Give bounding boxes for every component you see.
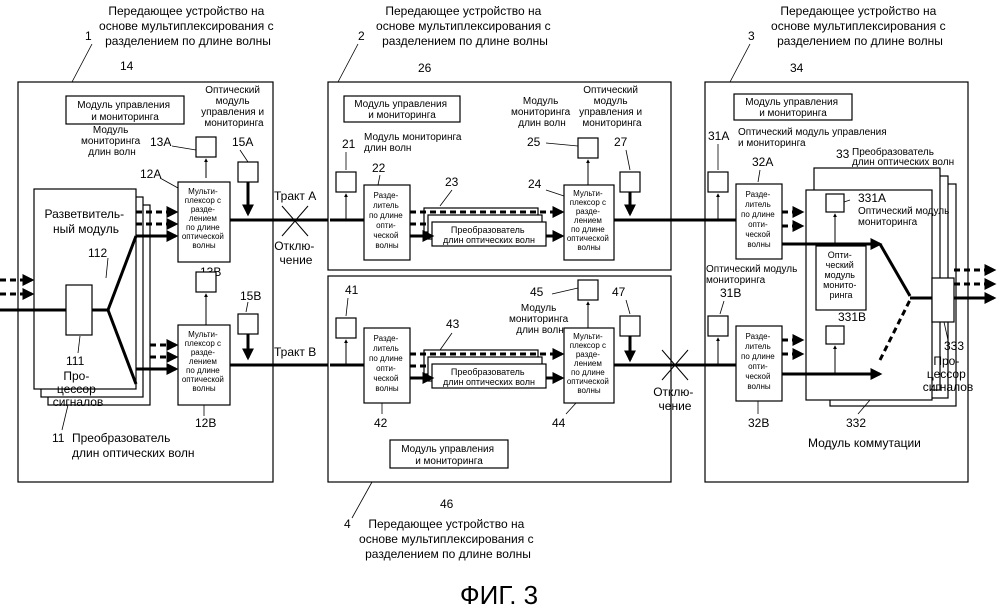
ref-25: 25 [527, 135, 541, 149]
ref-41: 41 [345, 283, 359, 297]
ref-27: 27 [614, 135, 628, 149]
disconnect-b-label: Отклю- чение [653, 385, 697, 413]
control-module-26-label: Модуль управления и мониторинга [354, 99, 450, 121]
device-2-number: 2 [358, 29, 365, 43]
opt-monitor-331B [826, 326, 844, 344]
device-3: 3 Передающее устройство на основе мульти… [704, 4, 994, 482]
opt-control-label-1: Оптический модуль управления и мониторин… [201, 85, 267, 129]
splitter-label: Разветвитель- ный модуль [45, 207, 128, 236]
ref-21: 21 [342, 137, 356, 151]
switch-module-label: Модуль коммутации [808, 436, 921, 450]
control-module-46-label: Модуль управления и мониторинга [401, 444, 497, 467]
ref-32B: 32B [748, 416, 769, 430]
ref-31A: 31A [708, 129, 729, 143]
wl-monitor-21 [336, 172, 356, 192]
ref-43: 43 [446, 317, 460, 331]
ref-333: 333 [944, 339, 964, 353]
path-a-label: Тракт А [274, 189, 316, 203]
ref-34: 34 [790, 61, 804, 75]
converter-23-label: Преобразователь длин оптических волн [443, 225, 535, 245]
ref-32A: 32A [752, 155, 773, 169]
device-3-number: 3 [748, 29, 755, 43]
opt-ctrl-27 [620, 172, 640, 192]
wl-monitor-13B [196, 272, 216, 292]
ref-33: 33 [836, 147, 850, 161]
opt-ctrl-31A [708, 172, 728, 192]
wl-monitor-13A [196, 137, 216, 157]
wl-monitor-25 [578, 138, 598, 158]
ref-45: 45 [530, 285, 544, 299]
opt-control-label-2: Оптический модуль управления и мониторин… [579, 85, 645, 129]
opt-monitor-31B [708, 316, 728, 336]
signal-processor-333 [932, 278, 954, 322]
ref-11: 11 [52, 431, 65, 445]
device-1-number: 1 [85, 29, 92, 43]
ref-13A: 13A [150, 135, 171, 149]
signal-processor-111 [66, 285, 92, 335]
device-3-title: Передающее устройство на основе мультипл… [771, 4, 949, 48]
ref-46: 46 [440, 497, 454, 511]
figure-caption: ФИГ. 3 [460, 580, 538, 610]
control-module-34-label: Модуль управления и мониторинга [745, 97, 841, 119]
device-4: 4 Передающее устройство на основе мульти… [328, 276, 734, 561]
opt-ctrl-15B [238, 314, 258, 334]
ref-47: 47 [612, 285, 626, 299]
device-2: 2 Передающее устройство на основе мульти… [328, 4, 734, 270]
ref-26: 26 [418, 61, 432, 75]
converter-43-label: Преобразователь длин оптических волн [443, 367, 535, 387]
path-b-label: Тракт В [274, 345, 316, 359]
ref-112: 112 [88, 246, 107, 260]
ref-24: 24 [528, 177, 542, 191]
ref-331A: 331A [858, 191, 886, 205]
device-2-title: Передающее устройство на основе мультипл… [376, 4, 554, 48]
ref-42: 42 [374, 416, 388, 430]
opt-ctrl-15A [238, 162, 258, 182]
device-1-title: Передающее устройство на основе мультипл… [99, 4, 277, 48]
ref-331B: 331B [838, 310, 866, 324]
ref-31B: 31B [720, 286, 741, 300]
ref-15B: 15B [240, 289, 261, 303]
ref-14: 14 [120, 59, 134, 73]
ref-15A: 15A [232, 135, 253, 149]
wl-monitor-41 [336, 318, 356, 338]
control-module-14-label: Модуль управления и мониторинга [77, 100, 173, 123]
ref-332: 332 [846, 416, 866, 430]
wl-monitor-45 [578, 280, 598, 300]
ref-12A: 12A [140, 167, 161, 181]
ref-111: 111 [66, 354, 85, 368]
disconnect-a-label: Отклю- чение [274, 239, 318, 267]
opt-ctrl-47 [620, 316, 640, 336]
ref-23: 23 [445, 175, 459, 189]
ref-44: 44 [552, 416, 566, 430]
ref-12B: 12B [195, 416, 216, 430]
ref-22: 22 [372, 161, 386, 175]
opt-monitor-331A [826, 194, 844, 212]
device-4-title: Передающее устройство на основе мультипл… [359, 517, 537, 561]
device-4-number: 4 [344, 517, 351, 531]
